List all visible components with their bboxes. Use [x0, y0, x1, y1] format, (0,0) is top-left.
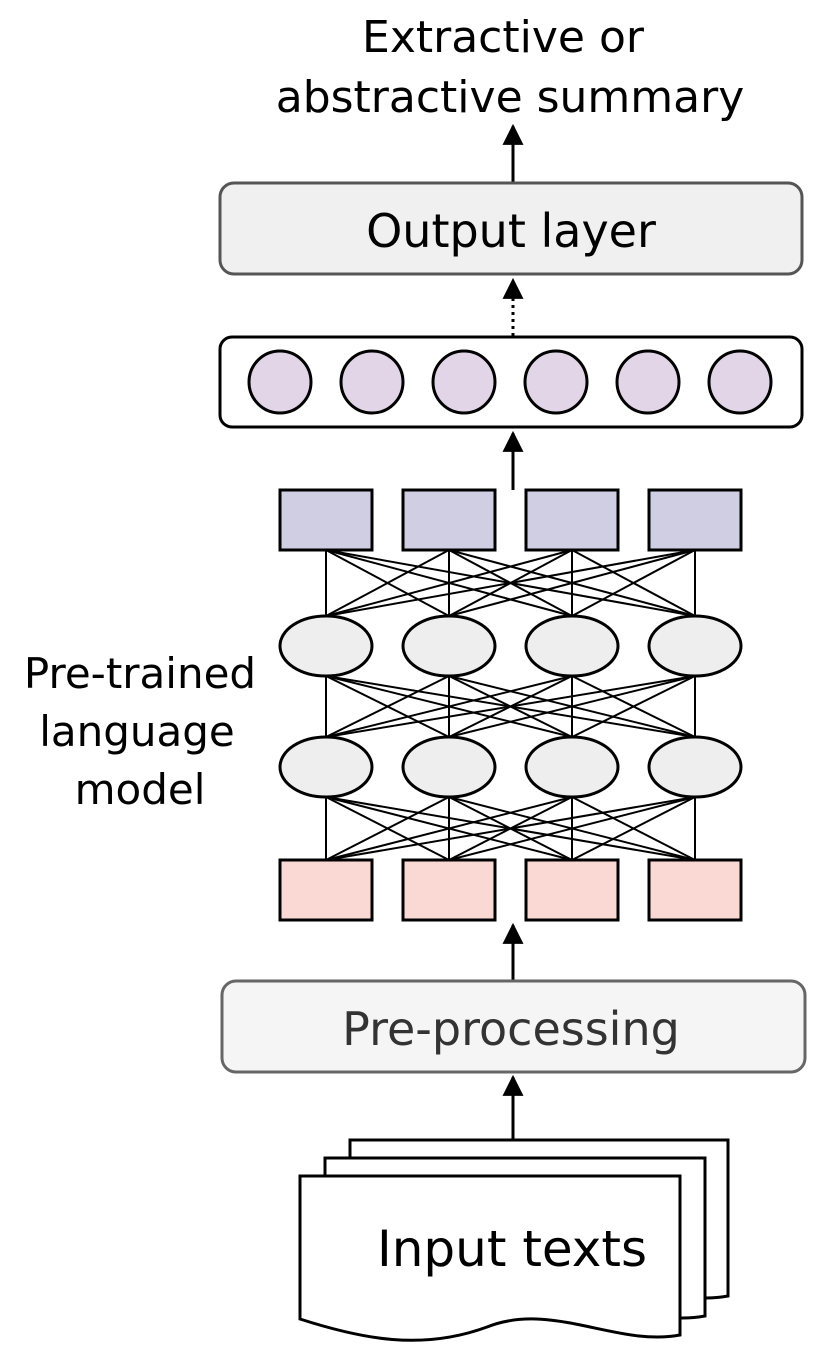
bottom-token-square [401, 858, 497, 922]
output-neuron [615, 349, 681, 415]
output-neuron [339, 349, 405, 415]
network-connection-line [325, 675, 573, 738]
output-neurons-box [218, 335, 804, 429]
bottom-token-square [524, 858, 620, 922]
network-connection-line [325, 796, 450, 861]
top-token-row [278, 488, 743, 552]
network-connection-line [448, 796, 696, 861]
top-token-square [401, 488, 497, 552]
top-token-square [278, 488, 374, 552]
network-connections [325, 549, 696, 861]
top-token-square [647, 488, 743, 552]
hidden-node [278, 614, 374, 678]
output-neuron [707, 349, 773, 415]
output-neuron [523, 349, 589, 415]
preprocessing-box: Pre-processing [220, 979, 807, 1074]
summary-title-line2: abstractive summary [276, 72, 745, 123]
network-connection-line [325, 675, 450, 738]
network-connection-line [325, 796, 573, 861]
bottom-token-square [647, 858, 743, 922]
hidden-layer-1 [278, 614, 743, 678]
bottom-token-square [278, 858, 374, 922]
output-layer-label: Output layer [366, 204, 656, 258]
output-neuron [431, 349, 497, 415]
network-connection-line [448, 675, 696, 738]
preprocessing-label: Pre-processing [342, 1002, 680, 1056]
input-documents-icon: Input texts [298, 1138, 730, 1342]
plm-label-line1: Pre-trained [24, 649, 256, 698]
network-connection-line [571, 796, 696, 861]
hidden-layer-2 [278, 735, 743, 799]
hidden-node [647, 735, 743, 799]
plm-label-line3: model [75, 765, 206, 814]
network-connection-line [325, 796, 696, 861]
hidden-node [524, 614, 620, 678]
hidden-node [401, 735, 497, 799]
network-connection-line [448, 549, 696, 617]
output-neuron [247, 349, 313, 415]
bottom-token-row [278, 858, 743, 922]
input-texts-label: Input texts [377, 1220, 647, 1278]
hidden-node [524, 735, 620, 799]
network-connection-line [325, 675, 696, 738]
network-connection-line [325, 549, 696, 617]
network-connection-line [571, 549, 696, 617]
plm-label-line2: language [39, 707, 235, 756]
hidden-node [647, 614, 743, 678]
network-connection-line [325, 549, 573, 617]
hidden-node [278, 735, 374, 799]
summary-title-line1: Extractive or [362, 12, 645, 63]
hidden-node [401, 614, 497, 678]
top-token-square [524, 488, 620, 552]
output-layer-box: Output layer [218, 181, 804, 276]
network-connection-line [571, 675, 696, 738]
network-connection-line [325, 549, 450, 617]
